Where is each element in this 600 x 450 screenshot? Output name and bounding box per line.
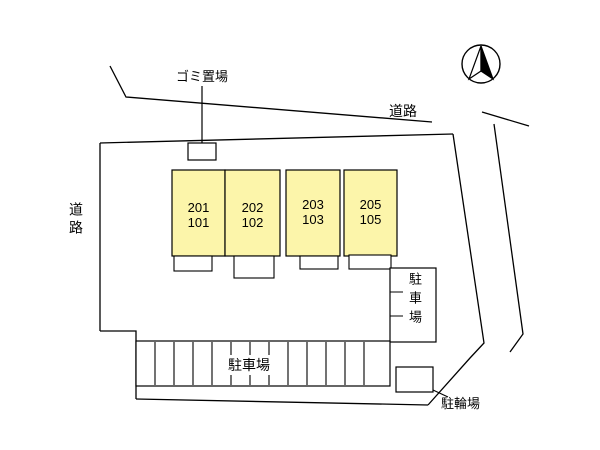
building-unit [343, 169, 398, 257]
north-arrow-icon [461, 44, 501, 84]
entrance-porch [299, 255, 339, 270]
entrance-porch [173, 255, 213, 272]
entrance-porch [233, 255, 275, 279]
garbage-box [187, 142, 217, 161]
parking-stall-ticks-right [390, 291, 405, 317]
road-label-left: 道路 [68, 202, 84, 238]
bicycle-pointer-line [432, 389, 449, 398]
building-unit [285, 169, 341, 257]
entrance-porch [348, 254, 392, 270]
property-boundary-step [100, 330, 137, 399]
building-unit [224, 169, 281, 257]
bicycle-parking-label: 駐輪場 [441, 396, 481, 411]
building-unit-label: 202 102 [241, 200, 264, 230]
road-label-top: 道路 [389, 103, 417, 119]
bicycle-parking-box [395, 366, 434, 393]
property-boundary-top [99, 133, 454, 144]
parking-label-bottom: 駐車場 [226, 355, 272, 375]
building-unit-label: 203 103 [302, 197, 324, 227]
parking-label-right: 駐車場 [403, 272, 426, 329]
garbage-area-label: ゴミ置場 [175, 69, 228, 84]
building-unit [171, 169, 226, 257]
road-edge-right-outer [493, 123, 524, 353]
boundary-line-top [109, 65, 433, 123]
property-boundary-bottom [135, 398, 429, 406]
building-unit-label: 201 101 [187, 200, 210, 230]
building-unit-label: 205 105 [359, 197, 382, 227]
road-edge-top-right [481, 111, 530, 127]
road-edge-right-inner [427, 133, 485, 406]
